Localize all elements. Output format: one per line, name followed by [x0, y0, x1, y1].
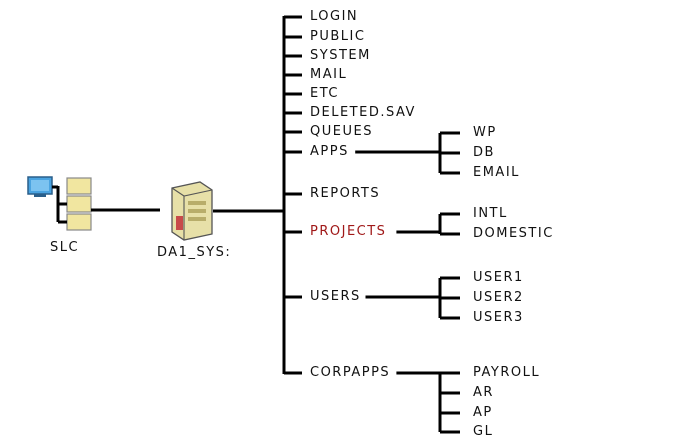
dir-label-mail: MAIL [310, 67, 348, 82]
child-label-ar: AR [473, 385, 494, 400]
connector-lines [91, 15, 460, 434]
child-label-email: EMAIL [473, 165, 520, 180]
dir-label-apps: APPS [310, 144, 349, 159]
dir-label-deleted-sav: DELETED.SAV [310, 105, 416, 120]
dir-label-public: PUBLIC [310, 29, 366, 44]
organization-label: SLC [50, 240, 80, 255]
dir-label-corpapps: CORPAPPS [310, 365, 391, 380]
child-label-wp: WP [473, 125, 497, 140]
computer-icon [27, 176, 53, 197]
child-label-user3: USER3 [473, 310, 524, 325]
child-label-payroll: PAYROLL [473, 365, 541, 380]
child-label-user2: USER2 [473, 290, 524, 305]
child-label-domestic: DOMESTIC [473, 226, 554, 241]
volume-label: DA1_SYS: [157, 245, 232, 260]
dir-label-system: SYSTEM [310, 48, 371, 63]
child-label-intl: INTL [473, 206, 508, 221]
child-label-ap: AP [473, 405, 493, 420]
child-label-gl: GL [473, 424, 494, 439]
dir-label-login: LOGIN [310, 9, 359, 24]
child-label-db: DB [473, 145, 495, 160]
dir-label-users: USERS [310, 289, 361, 304]
organization-icon [52, 177, 92, 231]
volume-icon [171, 181, 213, 241]
dir-label-projects: PROJECTS [310, 224, 387, 239]
dir-label-queues: QUEUES [310, 124, 373, 139]
dir-label-reports: REPORTS [310, 186, 381, 201]
dir-label-etc: ETC [310, 86, 339, 101]
child-label-user1: USER1 [473, 270, 524, 285]
